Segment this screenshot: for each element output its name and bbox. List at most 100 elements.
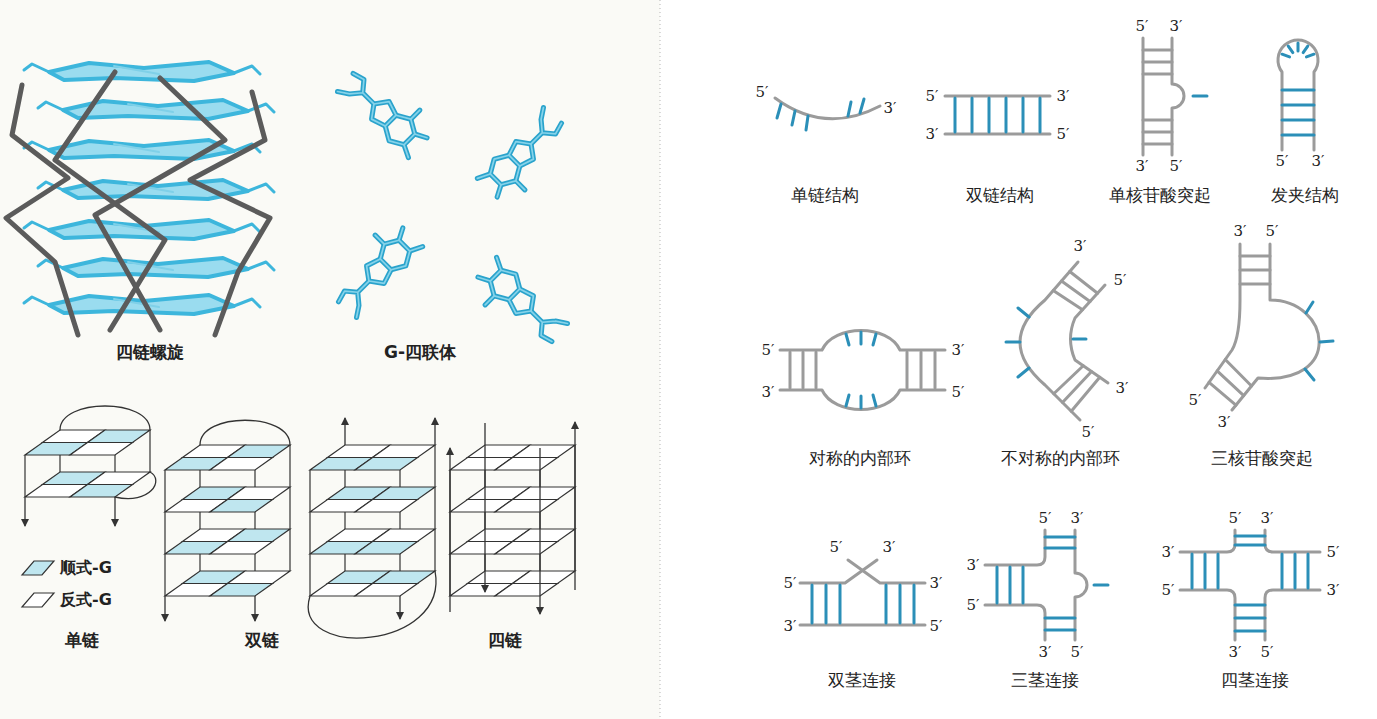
strand-structure — [860, 99, 864, 113]
strand-structure — [1235, 630, 1265, 633]
quadruplex-scheme — [449, 448, 450, 612]
legend-swatch — [22, 561, 54, 575]
g-quartet-illustration — [467, 255, 569, 357]
strand-end-label: 3′ — [1136, 157, 1149, 175]
strand-structure — [1045, 536, 1075, 539]
quadruplex-scheme — [309, 470, 310, 596]
quadruplex-scheme — [88, 430, 151, 443]
helix-illustration — [38, 102, 63, 110]
strand-structure — [1180, 530, 1235, 552]
quadruplex-scheme — [434, 418, 435, 445]
strand-structure — [1232, 244, 1319, 410]
strand-structure — [1143, 131, 1172, 134]
structure-caption: 发夹结构 — [1271, 185, 1339, 205]
strand-end-label: 5′ — [1039, 509, 1052, 527]
quadruplex-scheme — [513, 571, 576, 584]
strand-structure — [1278, 40, 1318, 150]
helix-illustration — [114, 66, 159, 74]
quadruplex-scheme — [149, 430, 150, 472]
strand-end-label: 3′ — [1057, 87, 1070, 105]
strand-structure — [1053, 291, 1082, 310]
strand-end-label: 5′ — [1162, 581, 1175, 599]
strand-end-label: 3′ — [1039, 643, 1052, 661]
strand-structure — [1039, 98, 1042, 132]
quadruplex-scheme — [355, 542, 418, 555]
strand-structure — [1282, 104, 1314, 107]
strand-structure — [780, 331, 945, 351]
strand-structure — [1193, 95, 1207, 98]
strand-structure — [860, 396, 863, 408]
strand-structure — [985, 530, 1045, 565]
quadruplex-scheme — [373, 445, 436, 458]
strand-end-label: 5′ — [930, 617, 943, 635]
strand-structure — [1240, 269, 1270, 272]
strand-structure — [913, 585, 916, 623]
quadruplex-scheme — [495, 458, 558, 471]
helix-illustration — [190, 92, 270, 335]
strand-structure — [839, 585, 842, 623]
structure-caption: 三核苷酸突起 — [1211, 448, 1313, 468]
strand-end-label: 3′ — [926, 125, 939, 143]
strand-structure — [777, 104, 781, 118]
strand-structure — [789, 352, 792, 388]
strand-end-label: 3′ — [967, 556, 980, 574]
strand-end-label: 3′ — [784, 617, 797, 635]
figure-caption: 单链 — [65, 630, 99, 650]
structure-caption: 三茎连接 — [1011, 670, 1079, 690]
strand-end-label: 3′ — [1116, 379, 1129, 397]
quadruplex-scheme — [574, 422, 575, 590]
strand-end-label: 5′ — [1170, 157, 1183, 175]
strand-structure — [811, 585, 814, 623]
strand-structure — [873, 395, 876, 406]
quadruplex-scheme — [355, 584, 418, 597]
quadruplex-scheme — [434, 445, 435, 571]
figure-caption: G-四联体 — [384, 342, 456, 362]
strand-structure — [1282, 119, 1314, 122]
strand-structure — [1180, 590, 1235, 640]
quadruplex-scheme — [513, 445, 576, 458]
quadruplex-scheme — [60, 406, 150, 430]
helix-illustration — [234, 224, 260, 232]
strand-end-label: 5′ — [762, 341, 775, 359]
structure-caption: 单核苷酸突起 — [1109, 185, 1211, 205]
legend-text: 反式-G — [60, 590, 112, 609]
strand-structure — [1018, 368, 1029, 377]
strand-end-label: 3′ — [762, 383, 775, 401]
strand-structure — [1235, 544, 1265, 547]
quadruplex-scheme — [289, 445, 290, 571]
g-quartet-illustration — [323, 217, 425, 319]
quadruplex-scheme — [399, 596, 400, 619]
strand-structure — [1305, 369, 1314, 380]
helix-illustration — [114, 144, 159, 152]
strand-structure — [873, 334, 876, 345]
strand-structure — [1281, 554, 1284, 588]
strand-end-label: 5′ — [1082, 423, 1095, 441]
helix-illustration — [24, 64, 49, 72]
helix-illustration — [6, 62, 274, 335]
strand-structure — [1240, 283, 1270, 286]
strand-structure — [899, 585, 902, 623]
strand-structure — [1022, 98, 1025, 132]
strand-structure — [1143, 119, 1172, 122]
helix-illustration — [248, 184, 274, 192]
strand-structure — [971, 98, 974, 132]
strand-structure — [1282, 134, 1314, 137]
strand-structure — [802, 352, 805, 388]
strand-structure — [1142, 38, 1145, 155]
strand-structure — [1191, 554, 1194, 588]
strand-end-label: 3′ — [883, 538, 896, 556]
quadruplex-scheme — [228, 487, 291, 500]
quadruplex-scheme — [355, 500, 418, 513]
figure-caption: 四链 — [488, 630, 522, 650]
strand-end-label: 5′ — [1276, 152, 1289, 170]
strand-end-label: 3′ — [930, 574, 943, 592]
quadruplex-scheme — [70, 485, 133, 498]
quadruplex-scheme — [70, 443, 133, 456]
strand-structure — [1018, 308, 1029, 317]
strand-end-label: 5′ — [830, 538, 843, 556]
strand-structure — [1071, 377, 1100, 411]
quadruplex-scheme — [228, 529, 291, 542]
helix-illustration — [234, 299, 260, 307]
g-quartet-illustration — [323, 217, 425, 319]
quadruplex-scheme — [88, 472, 151, 485]
